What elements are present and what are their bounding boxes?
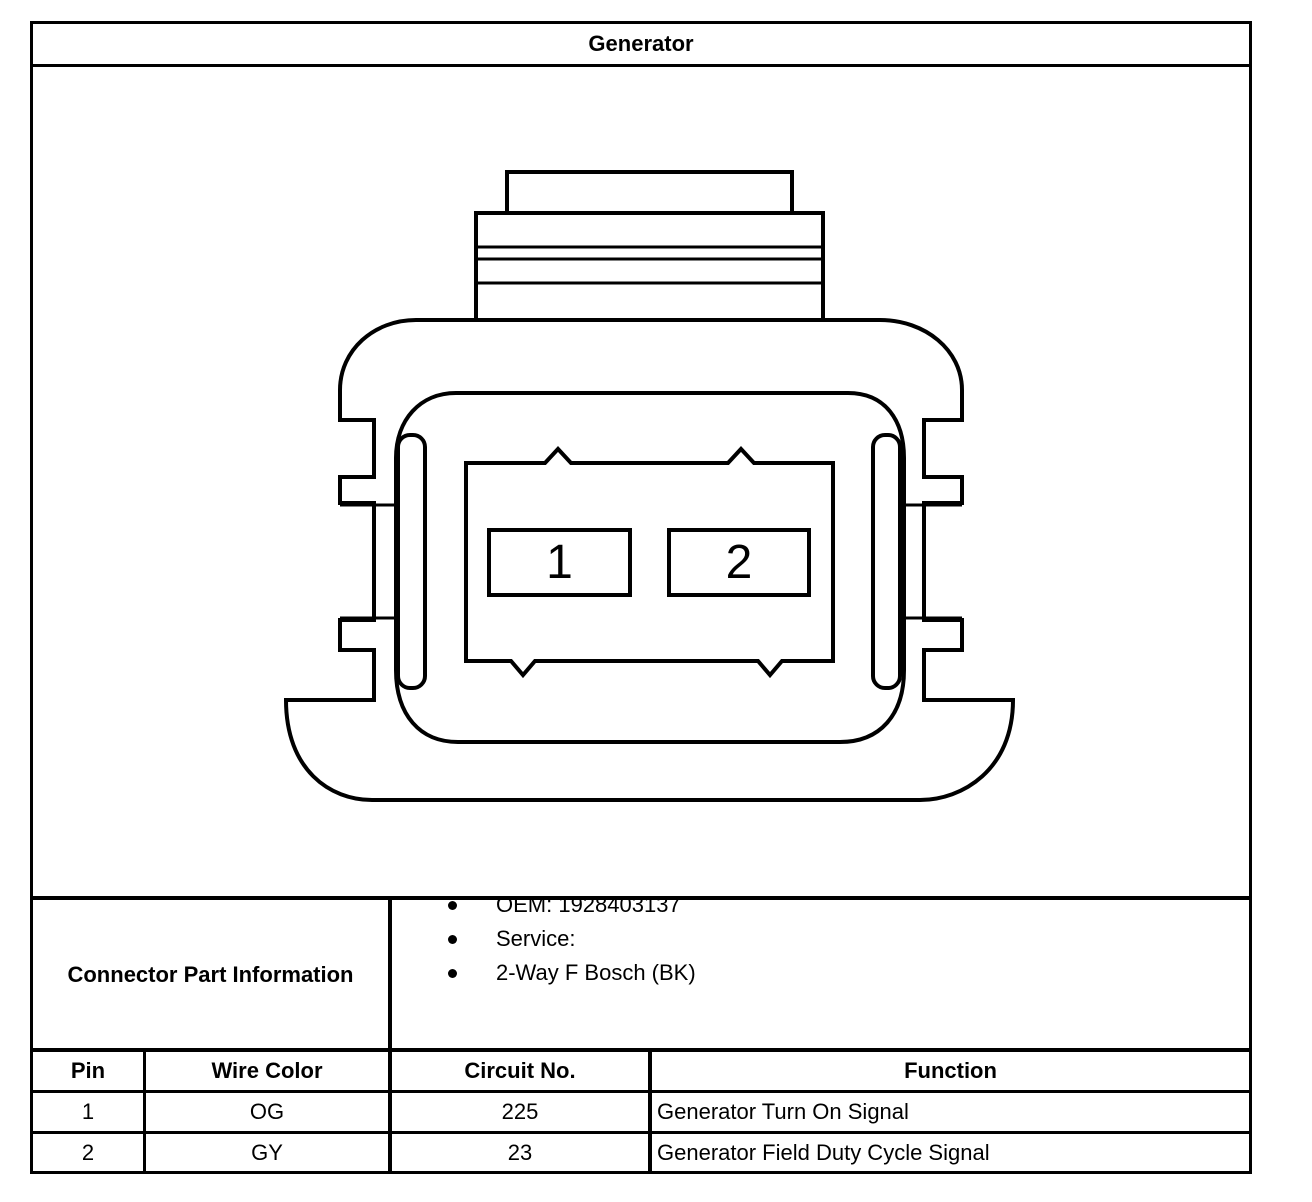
header-circuit-no: Circuit No.: [464, 1058, 576, 1083]
part-info-list: OEM: 1928403137 Service: 2-Way F Bosch (…: [409, 888, 696, 990]
bullet-icon: [448, 935, 457, 944]
title-divider: [30, 64, 1252, 67]
border-top: [30, 21, 1252, 24]
function-column-divider: [648, 1048, 652, 1174]
right-key: [871, 433, 902, 690]
info-divider: [30, 1048, 1252, 1052]
part-info-type: 2-Way F Bosch (BK): [496, 960, 696, 985]
latch-tab: [505, 170, 794, 213]
latch-body: [474, 211, 825, 322]
part-info-item-type: 2-Way F Bosch (BK): [409, 956, 696, 990]
header-divider: [30, 1090, 1252, 1093]
table-row-1-function: Generator Turn On Signal: [657, 1099, 909, 1124]
table-row-1-circuit: 225: [501, 1099, 539, 1124]
table-row-2-function: Generator Field Duty Cycle Signal: [657, 1140, 990, 1165]
row-divider: [30, 1131, 1252, 1134]
border-left: [30, 21, 33, 1174]
connector-face-diagram: [283, 170, 1016, 802]
pin-1-label: 1: [546, 536, 573, 589]
border-right: [1249, 21, 1252, 1174]
bullet-icon: [448, 901, 457, 910]
left-key: [396, 433, 427, 690]
table-row-2-wire-color: GY: [251, 1140, 283, 1165]
part-info-label: Connector Part Information: [67, 962, 354, 987]
table-row-2-pin: 2: [81, 1140, 95, 1165]
header-function: Function: [904, 1058, 997, 1083]
pin-2-label: 2: [725, 536, 753, 589]
table-row-2-circuit: 23: [507, 1140, 533, 1165]
page-title: Generator: [588, 31, 694, 56]
inner-cavity: [394, 391, 906, 744]
border-bottom: [30, 1171, 1252, 1174]
pin-column-divider: [143, 1048, 146, 1174]
table-row-1-wire-color: OG: [249, 1099, 285, 1124]
connector-housing: [283, 318, 1016, 802]
part-info-service: Service:: [496, 926, 576, 951]
table-row-1-pin: 1: [81, 1099, 95, 1124]
pin-1-cavity: [487, 528, 632, 597]
part-info-item-oem: OEM: 1928403137: [409, 888, 696, 922]
diagram-divider: [30, 896, 1252, 900]
part-info-item-service: Service:: [409, 922, 696, 956]
info-column-divider: [388, 896, 392, 1174]
part-info-oem: OEM: 1928403137: [496, 892, 681, 917]
bullet-icon: [448, 969, 457, 978]
header-wire-color: Wire Color: [211, 1058, 323, 1083]
terminal-block: [464, 446, 835, 679]
header-pin: Pin: [70, 1058, 106, 1083]
pin-2-cavity: [667, 528, 811, 597]
